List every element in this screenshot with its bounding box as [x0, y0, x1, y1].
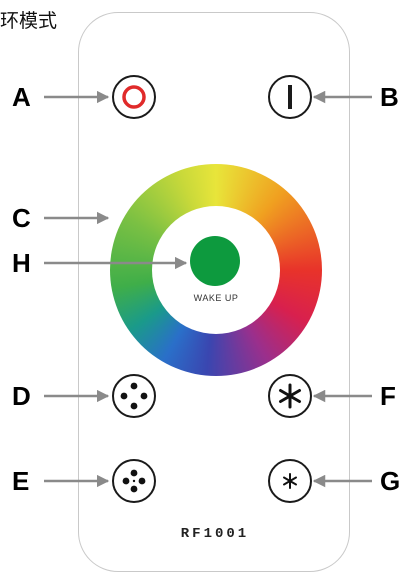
callout-d: D [12, 381, 31, 411]
dim-mode-button[interactable] [268, 459, 312, 503]
model-label: RF1001 [180, 526, 250, 542]
mode-title-fragment: 环模式 [0, 10, 58, 32]
callout-a: A [12, 82, 31, 112]
wake-up-button[interactable] [190, 236, 240, 286]
power-on-icon [288, 85, 292, 109]
five-dot-mode-button[interactable] [112, 459, 156, 503]
callout-b: B [380, 82, 399, 112]
power-off-icon [122, 85, 146, 109]
callout-e: E [12, 466, 30, 496]
wake-up-label: WAKE UP [193, 293, 239, 303]
bright-mode-button[interactable] [268, 374, 312, 418]
five-dots-icon [122, 469, 146, 493]
four-dots-icon [120, 382, 148, 410]
small-asterisk-icon [283, 473, 297, 489]
off-button[interactable] [112, 75, 156, 119]
callout-arrows [44, 90, 372, 488]
callout-g: G [380, 466, 401, 496]
callout-h: H [12, 248, 31, 278]
callout-c: C [12, 203, 31, 233]
large-asterisk-icon [279, 383, 301, 409]
four-dot-mode-button[interactable] [112, 374, 156, 418]
on-button[interactable] [268, 75, 312, 119]
callout-f: F [380, 381, 396, 411]
